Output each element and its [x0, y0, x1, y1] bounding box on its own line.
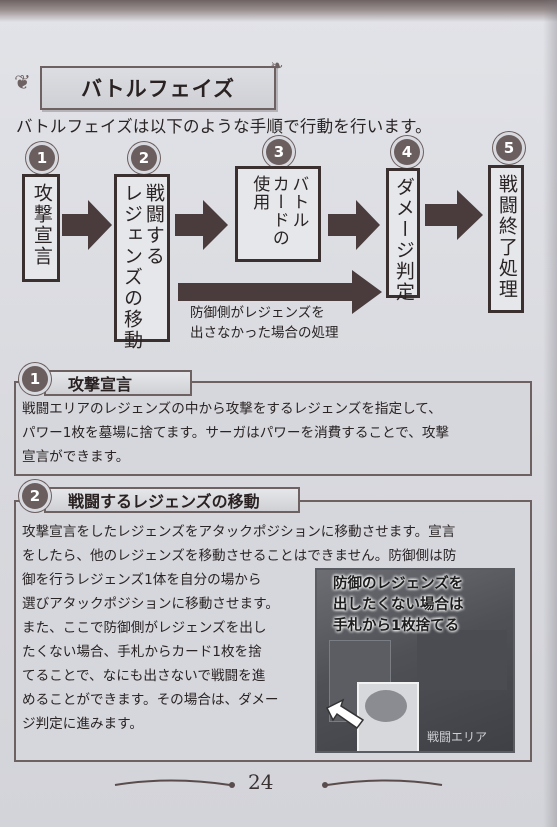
card-art — [365, 690, 407, 722]
caption-line: 出したくない場合は — [333, 597, 464, 613]
photo-caption: 防御のレジェンズを 出したくない場合は 手札から1枚捨てる — [333, 574, 464, 637]
game-board-photo: 戦闘エリア 防御のレジェンズを 出したくない場合は 手札から1枚捨てる — [315, 568, 515, 753]
body-line: ジ判定に進みます。 — [22, 716, 143, 732]
body-line: たくない場合、手札からカード1枚を捨 — [22, 644, 262, 660]
step-badge-2: 2 — [131, 145, 157, 171]
skip-arrow-icon — [178, 270, 382, 314]
section-2-heading: 戦闘するレジェンズの移動 — [44, 487, 300, 513]
caption-line: 防御のレジェンズを — [333, 576, 464, 592]
step-badge-1: 1 — [29, 145, 55, 171]
step-badge-4: 4 — [394, 139, 420, 165]
flow-step-5: 戦闘終了処理 — [488, 165, 524, 313]
pointer-arrow-icon — [325, 698, 365, 730]
section-1-title: 攻撃宣言 — [68, 375, 133, 394]
section-1-body: 戦闘エリアのレジェンズの中から攻撃をするレジェンズを指定して、 パワー1枚を墓場… — [22, 397, 449, 469]
step-badge-5: 5 — [496, 135, 522, 161]
section-2-badge: 2 — [22, 483, 48, 509]
flow-arrow-icon — [328, 200, 380, 250]
skip-note: 防御側がレジェンズを 出さなかった場合の処理 — [190, 305, 339, 341]
body-line: パワー1枚を墓場に捨てます。サーガはパワーを消費することで、攻撃 — [22, 425, 450, 441]
section-1-heading: 攻撃宣言 — [44, 370, 192, 396]
body-line: また、ここで防御側がレジェンズを出し — [22, 620, 267, 636]
body-line: 攻撃宣言をしたレジェンズをアタックポジションに移動させます。宣言 — [22, 524, 456, 540]
flow-step-label: 戦闘する レジェンズの移動 — [121, 183, 165, 351]
body-line: めることができます。その場合は、ダメー — [22, 692, 279, 708]
flow-step-label: 戦闘終了処理 — [495, 174, 518, 300]
footer-ornament — [114, 779, 443, 788]
body-line: 宣言ができます。 — [22, 449, 130, 465]
section-2-title: 戦闘するレジェンズの移動 — [68, 492, 260, 511]
intro-text: バトルフェイズは以下のような手順で行動を行います。 — [16, 117, 432, 136]
step-badge-3: 3 — [266, 139, 292, 165]
section-title-plate: バトルフェイズ — [40, 66, 276, 110]
discarded-card — [357, 682, 419, 751]
flow-step-2: 戦闘する レジェンズの移動 — [114, 174, 170, 351]
flow-step-1: 攻撃宣言 — [22, 174, 60, 282]
section-attack-declaration — [14, 381, 532, 476]
body-line: てることで、なにも出さないで戦闘を進 — [22, 668, 266, 684]
caption-line: 手札から1枚捨てる — [333, 618, 460, 634]
flow-arrow-icon — [425, 190, 483, 240]
top-edge-decoration — [0, 0, 557, 22]
flow-arrow-icon — [62, 200, 112, 250]
page-title: バトルフェイズ — [81, 77, 235, 101]
flow-step-label: バトル カードの 使用 — [249, 175, 309, 247]
flow-step-label: ダメージ判定 — [392, 177, 415, 303]
section-2-body: 攻撃宣言をしたレジェンズをアタックポジションに移動させます。宣言 をしたら、他の… — [22, 520, 456, 736]
section-1-badge: 1 — [22, 366, 48, 392]
left-flourish-icon: ❦ — [14, 70, 31, 94]
flow-step-4: ダメージ判定 — [386, 168, 420, 303]
flow-step-label: 攻撃宣言 — [30, 183, 53, 267]
body-line: 御を行うレジェンズ1体を自分の場から — [22, 572, 262, 588]
board-area-label: 戦闘エリア — [427, 730, 488, 744]
page-number: 24 — [248, 770, 274, 794]
body-line: 戦闘エリアのレジェンズの中から攻撃をするレジェンズを指定して、 — [22, 401, 442, 417]
right-flourish-icon: ❧ — [270, 56, 284, 75]
body-line: をしたら、他のレジェンズを移動させることはできません。防御側は防 — [22, 548, 457, 564]
flow-arrow-icon — [175, 200, 228, 250]
page-edge-shadow — [543, 0, 557, 827]
body-line: 選びアタックポジションに移動させます。 — [22, 596, 279, 612]
board-zone-card — [417, 630, 507, 690]
flow-step-3: バトル カードの 使用 — [235, 166, 321, 262]
